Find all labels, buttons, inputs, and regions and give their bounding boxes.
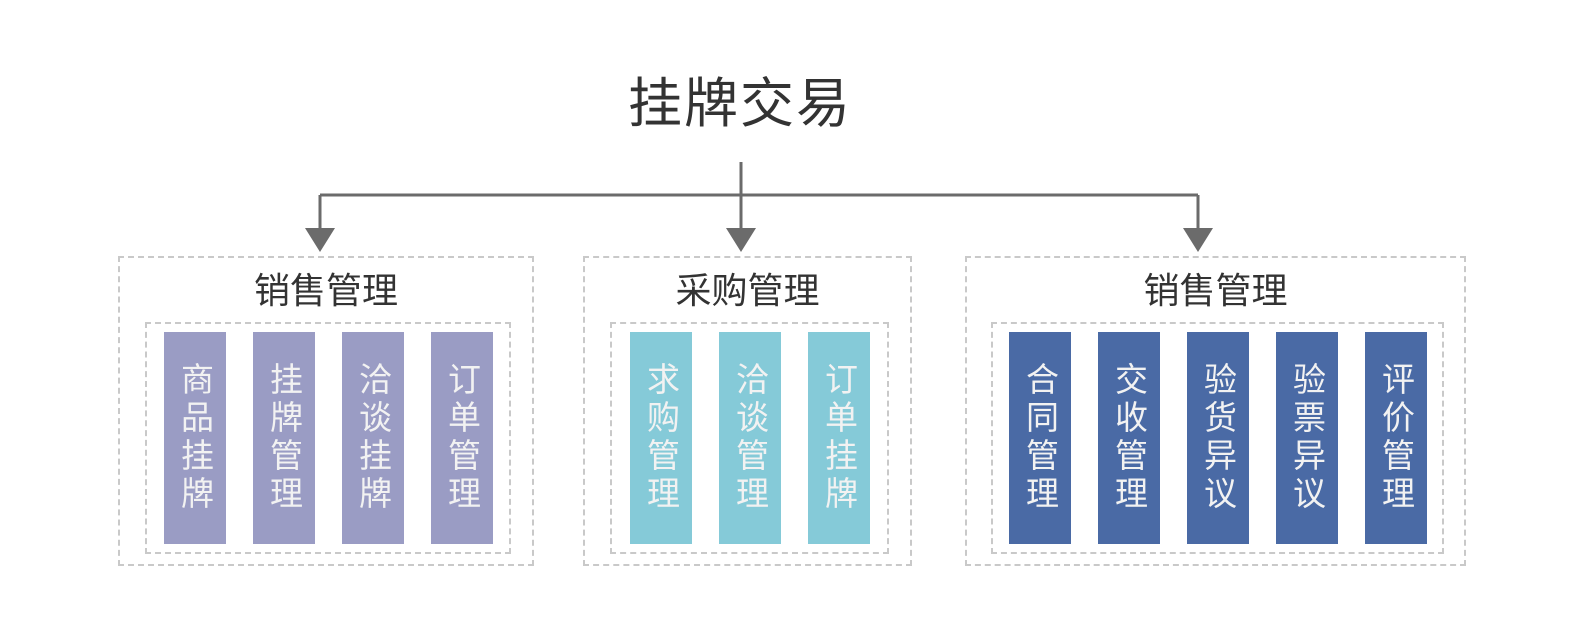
- item-label: 订单管理: [442, 362, 482, 514]
- item-bar[interactable]: 订单管理: [430, 332, 493, 544]
- item-label: 商品挂牌: [175, 362, 215, 514]
- item-label: 评价管理: [1376, 362, 1416, 514]
- item-label: 合同管理: [1020, 362, 1060, 514]
- item-bar[interactable]: 交收管理: [1097, 332, 1160, 544]
- item-bar[interactable]: 合同管理: [1008, 332, 1071, 544]
- item-bar[interactable]: 验票异议: [1275, 332, 1338, 544]
- group-title: 销售管理: [1143, 271, 1288, 312]
- arrowhead-right-icon: [1183, 228, 1213, 252]
- arrowhead-middle-icon: [726, 228, 756, 252]
- item-bar[interactable]: 验货异议: [1186, 332, 1249, 544]
- item-label: 验货异议: [1198, 362, 1238, 514]
- item-label: 洽谈挂牌: [353, 362, 393, 514]
- item-label: 求购管理: [641, 362, 681, 514]
- item-label: 订单挂牌: [819, 362, 859, 514]
- group-sales-management-2[interactable]: 销售管理 合同管理 交收管理 验货异议 验票异议 评价管理: [965, 256, 1466, 566]
- group-items-container: 商品挂牌 挂牌管理 洽谈挂牌 订单管理: [145, 322, 511, 554]
- item-label: 验票异议: [1287, 362, 1327, 514]
- item-label: 挂牌管理: [264, 362, 304, 514]
- item-bar[interactable]: 洽谈管理: [718, 332, 781, 544]
- item-bar[interactable]: 商品挂牌: [163, 332, 226, 544]
- item-bar[interactable]: 订单挂牌: [807, 332, 870, 544]
- group-title: 采购管理: [675, 271, 820, 312]
- bars-row: 合同管理 交收管理 验货异议 验票异议 评价管理: [1008, 324, 1427, 552]
- bars-row: 求购管理 洽谈管理 订单挂牌: [629, 324, 870, 552]
- arrowhead-left-icon: [305, 228, 335, 252]
- item-label: 交收管理: [1109, 362, 1149, 514]
- group-items-container: 求购管理 洽谈管理 订单挂牌: [610, 322, 889, 554]
- page-title: 挂牌交易: [628, 72, 852, 135]
- group-title: 销售管理: [253, 271, 398, 312]
- item-bar[interactable]: 洽谈挂牌: [341, 332, 404, 544]
- group-items-container: 合同管理 交收管理 验货异议 验票异议 评价管理: [991, 322, 1444, 554]
- group-sales-management-1[interactable]: 销售管理 商品挂牌 挂牌管理 洽谈挂牌 订单管理: [118, 256, 534, 566]
- item-label: 洽谈管理: [730, 362, 770, 514]
- item-bar[interactable]: 求购管理: [629, 332, 692, 544]
- bars-row: 商品挂牌 挂牌管理 洽谈挂牌 订单管理: [163, 324, 493, 552]
- item-bar[interactable]: 评价管理: [1364, 332, 1427, 544]
- group-procurement-management[interactable]: 采购管理 求购管理 洽谈管理 订单挂牌: [583, 256, 912, 566]
- item-bar[interactable]: 挂牌管理: [252, 332, 315, 544]
